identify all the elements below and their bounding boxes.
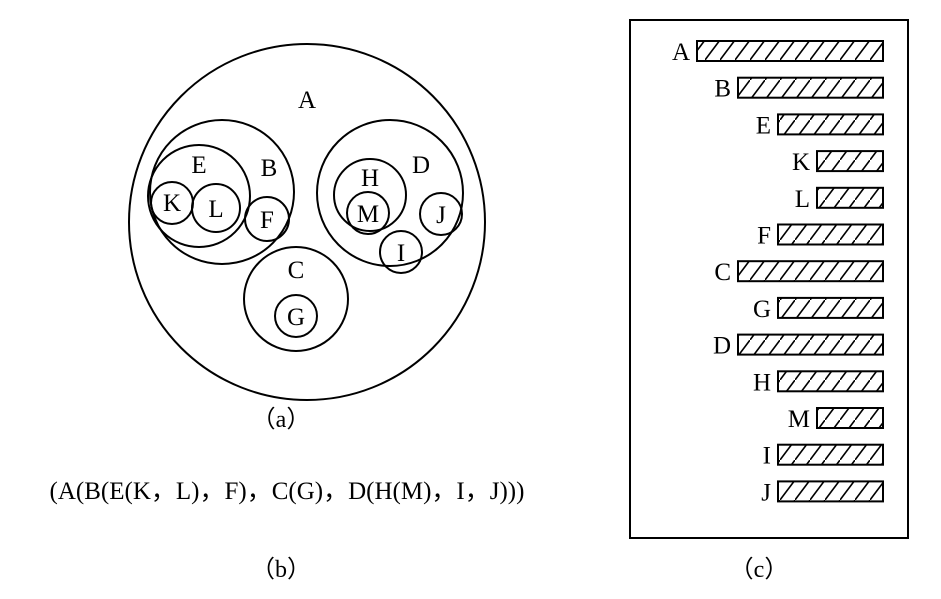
indent-bar-G xyxy=(777,296,884,319)
indent-label-D: D xyxy=(713,333,731,360)
set-D-circle xyxy=(316,119,464,267)
label-G: G xyxy=(287,304,305,331)
nested-set-diagram: A B E K L F C G D H M I J xyxy=(128,43,486,401)
indent-bar-K xyxy=(816,150,884,173)
indent-label-F: F xyxy=(757,223,771,250)
indent-label-H: H xyxy=(753,369,771,396)
indent-bar-M xyxy=(816,407,884,429)
label-E: E xyxy=(191,152,206,179)
indent-label-A: A xyxy=(672,39,690,66)
parenthesis-expression: (A(B(E(K，L)，F)，C(G)，D(H(M)，I，J))) xyxy=(50,478,525,505)
indent-bar-E xyxy=(777,113,884,136)
indent-label-B: B xyxy=(714,76,731,103)
label-J: J xyxy=(436,202,446,229)
indent-bar-F xyxy=(777,223,884,246)
set-L-circle xyxy=(191,183,241,233)
set-M-circle xyxy=(346,191,390,235)
indent-label-E: E xyxy=(756,112,771,139)
indent-label-G: G xyxy=(753,296,771,323)
indent-label-L: L xyxy=(795,186,810,213)
indent-bar-B xyxy=(737,76,884,99)
label-H: H xyxy=(361,165,379,192)
label-K: K xyxy=(163,190,181,217)
set-G-circle xyxy=(274,294,318,338)
label-F: F xyxy=(260,207,274,234)
label-B: B xyxy=(261,155,278,182)
indent-bar-H xyxy=(777,370,884,393)
label-A: A xyxy=(298,87,316,114)
set-H-circle xyxy=(333,158,407,232)
caption-c: （c） xyxy=(730,557,789,583)
set-I-circle xyxy=(379,230,423,274)
set-F-circle xyxy=(244,196,290,242)
set-J-circle xyxy=(419,192,463,236)
caption-a: （a） xyxy=(252,407,311,433)
label-C: C xyxy=(288,257,305,284)
set-B-circle xyxy=(149,119,295,265)
label-I: I xyxy=(397,240,405,267)
indentation-box xyxy=(629,19,909,539)
indent-label-K: K xyxy=(792,149,810,176)
indent-label-J: J xyxy=(761,479,771,506)
indent-bar-J xyxy=(777,480,884,503)
indent-bar-C xyxy=(737,260,884,283)
indent-label-I: I xyxy=(763,443,771,470)
indent-bar-L xyxy=(816,186,884,209)
label-L: L xyxy=(208,196,223,223)
indent-bar-A xyxy=(696,40,884,62)
label-M: M xyxy=(357,201,379,228)
set-C-circle xyxy=(243,246,349,352)
indent-bar-I xyxy=(777,443,884,466)
caption-b: （b） xyxy=(251,557,311,583)
label-D: D xyxy=(412,152,430,179)
indent-label-C: C xyxy=(714,259,731,286)
indent-label-M: M xyxy=(788,406,810,433)
set-E-circle xyxy=(147,144,251,248)
set-A-circle xyxy=(128,43,486,401)
indent-bar-D xyxy=(737,333,884,356)
